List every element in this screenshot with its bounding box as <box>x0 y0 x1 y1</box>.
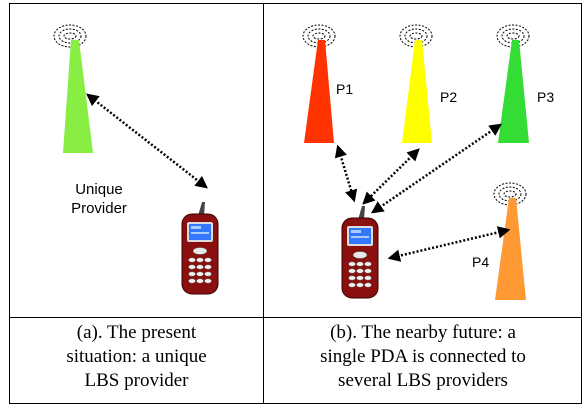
panel-a: Unique Provider <box>53 24 219 295</box>
link-arrow-p4 <box>387 226 511 262</box>
link-arrow-p2 <box>362 148 420 205</box>
provider-label-line1: Unique <box>75 181 123 198</box>
caption-b-line: several LBS providers <box>338 370 508 391</box>
p3-label: P3 <box>537 89 554 105</box>
p1-label: P1 <box>336 81 353 97</box>
table-grid <box>9 3 582 404</box>
panel-b: P1 P2 P3 P4 <box>302 24 554 300</box>
p4-antenna-icon <box>495 198 526 300</box>
link-arrow-p1 <box>334 144 358 203</box>
p1-antenna-icon <box>304 40 334 143</box>
caption-b-line: single PDA is connected to <box>320 346 526 367</box>
unique-provider-antenna-icon <box>63 40 93 153</box>
caption-b: (b). The nearby future: a single PDA is … <box>265 321 581 393</box>
signal-waves-icon <box>53 24 87 48</box>
caption-b-line: (b). The nearby future: a <box>330 322 516 343</box>
link-arrow-a <box>86 93 208 189</box>
caption-a-line: LBS provider <box>84 370 189 391</box>
provider-label-line2: Provider <box>71 200 127 217</box>
caption-a-line: (a). The present <box>76 322 197 343</box>
p3-antenna-icon <box>498 40 529 143</box>
link-arrow-p3 <box>370 123 503 214</box>
caption-a: (a). The present situation: a unique LBS… <box>10 321 263 393</box>
p2-label: P2 <box>440 89 457 105</box>
pda-phone-icon <box>341 205 379 299</box>
caption-a-line: situation: a unique <box>66 346 207 367</box>
p4-label: P4 <box>472 254 489 270</box>
p2-antenna-icon <box>402 40 432 143</box>
pda-phone-icon <box>181 201 219 295</box>
